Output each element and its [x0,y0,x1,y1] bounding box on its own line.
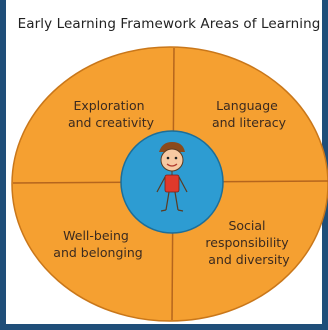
child-figure-icon [156,142,188,212]
quadrant-label-wellbeing: Well-being and belonging [53,228,142,260]
areas-of-learning-diagram: Exploration and creativity Language and … [11,46,328,322]
quadrant-label-language: Language and literacy [212,98,287,130]
diagram-title: Early Learning Framework Areas of Learni… [17,16,321,32]
quadrant-label-social: Social responsibility and diversity [205,218,292,267]
quadrant-label-exploration: Exploration and creativity [68,98,155,130]
